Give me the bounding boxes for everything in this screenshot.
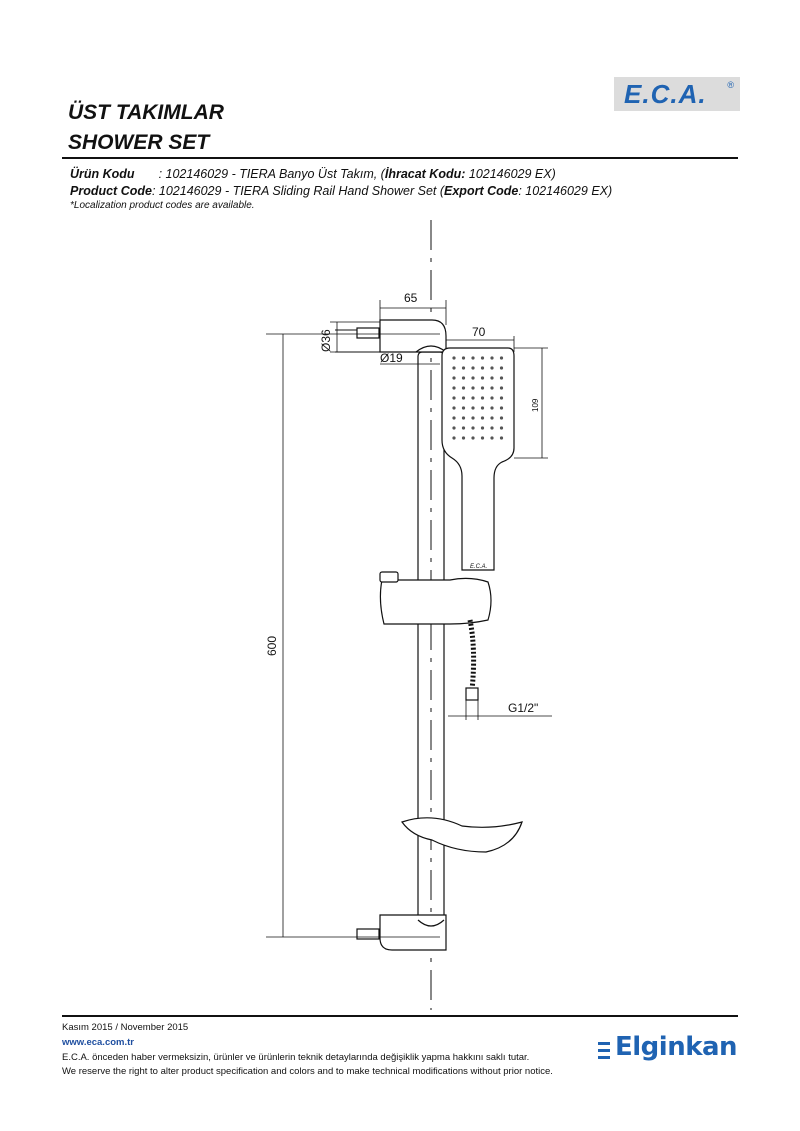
nozzle-dot [452,366,456,370]
nozzle-dot [461,396,466,400]
export-label-tr: İhracat Kodu: [384,167,466,181]
shower-set-technical-drawing: 65 70 Ø19 Ø36 109 600 G1/2" E.C.A. [265,220,552,1010]
nozzle-dot [490,426,494,430]
shower-nozzles [452,356,504,440]
nozzle-dot [452,426,456,430]
nozzle-dot [490,436,494,440]
bottom-screw [356,928,380,940]
nozzle-dot [461,356,466,360]
elginkan-logo-text: Elginkan [615,1032,738,1062]
footer-website-link[interactable]: www.eca.com.tr [62,1037,134,1048]
nozzle-dot [490,416,494,420]
nozzle-dot [471,406,475,410]
nozzle-dot [461,436,466,440]
nozzle-dot [461,376,466,380]
nozzle-dot [480,366,485,370]
code-label-en: Product Code [70,184,152,198]
nozzle-dot [471,436,475,440]
nozzle-dot [480,436,485,440]
nozzle-dot [461,366,466,370]
product-code-row-english: Product Code: 102146029 - TIERA Sliding … [70,184,612,198]
export-value-en: : 102146029 EX) [518,184,613,198]
registered-mark: ® [727,80,734,90]
export-value-tr: 102146029 EX) [465,167,556,181]
nozzle-dot [452,376,456,380]
nozzle-dot [480,356,485,360]
dim-label-thread: G1/2" [508,701,538,715]
nozzle-dot [480,376,485,380]
nozzle-dot [452,386,456,390]
page-title-turkish: ÜST TAKIMLAR [68,101,224,124]
hose-nut [465,687,479,701]
nozzle-dot [480,386,485,390]
nozzle-dot [461,406,466,410]
shower-head-mark: E.C.A. [470,564,487,570]
nozzle-dot [499,436,504,440]
nozzle-dot [471,416,475,420]
nozzle-dot [461,426,466,430]
nozzle-dot [499,366,504,370]
header-divider [62,157,738,159]
elginkan-logo: Elginkan [598,1030,748,1070]
top-screw [356,327,380,339]
nozzle-dot [499,396,504,400]
nozzle-dot [499,386,504,390]
hand-shower-head [441,347,515,571]
product-code-row-turkish: Ürün Kodu : 102146029 - TIERA Banyo Üst T… [70,167,556,181]
localization-note: *Localization product codes are availabl… [70,200,255,211]
shower-hose [467,619,477,691]
dim-label-109: 109 [531,398,540,412]
dim-label-600: 600 [265,636,279,656]
nozzle-dot [452,406,456,410]
code-value-en: : 102146029 - TIERA Sliding Rail Hand Sh… [151,184,445,198]
footer-date: Kasım 2015 / November 2015 [62,1022,189,1033]
nozzle-dot [452,396,456,400]
dim-label-19: Ø19 [380,351,403,365]
nozzle-dot [471,376,475,380]
footer-divider [62,1015,738,1017]
nozzle-dot [490,406,494,410]
nozzle-dot [499,376,504,380]
nozzle-dot [499,406,504,410]
nozzle-dot [490,356,494,360]
dim-label-65: 65 [404,291,418,305]
nozzle-dot [480,416,485,420]
footer-disclaimer-turkish: E.C.A. önceden haber vermeksizin, ürünle… [62,1052,530,1063]
holder-knob [379,571,399,583]
nozzle-dot [452,416,456,420]
export-label-en: Export Code [444,184,519,198]
soap-dish [401,817,523,853]
nozzle-dot [452,356,456,360]
nozzle-dot [471,386,475,390]
nozzle-dot [480,396,485,400]
dim-label-36: Ø36 [319,329,333,352]
nozzle-dot [480,426,485,430]
bottom-bracket [379,914,447,951]
bottom-bracket-cap [417,919,445,927]
nozzle-dot [499,426,504,430]
nozzle-dot [471,356,475,360]
nozzle-dot [471,396,475,400]
dim-label-70: 70 [472,325,486,339]
footer-disclaimer-english: We reserve the right to alter product sp… [62,1066,553,1077]
nozzle-dot [490,396,494,400]
nozzle-dot [461,386,466,390]
code-label-tr: Ürün Kodu [70,167,135,181]
nozzle-dot [480,406,485,410]
eca-logo-text: E.C.A. [624,79,707,109]
top-bracket [379,319,447,353]
nozzle-dot [471,426,475,430]
nozzle-dot [490,386,494,390]
nozzle-dot [490,376,494,380]
code-value-tr: : 102146029 - TIERA Banyo Üst Takım, ( [158,167,385,181]
nozzle-dot [499,416,504,420]
page-title-english: SHOWER SET [68,131,210,154]
nozzle-dot [461,416,466,420]
nozzle-dot [490,366,494,370]
nozzle-dot [499,356,504,360]
eca-logo: E.C.A. ® [614,77,740,111]
shower-holder [379,577,492,625]
nozzle-dot [452,436,456,440]
nozzle-dot [471,366,475,370]
